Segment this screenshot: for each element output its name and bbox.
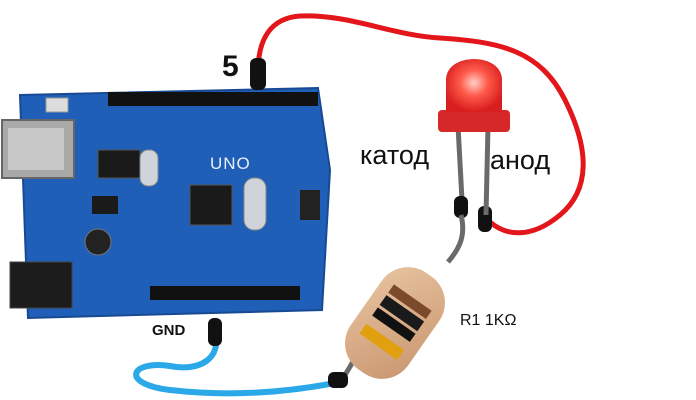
- wire-gnd: [133, 329, 343, 397]
- wire-connector-5v: [250, 58, 266, 90]
- arduino-uno-board: [1, 86, 332, 320]
- wire-connector-gnd: [208, 318, 222, 346]
- label-gnd: GND: [152, 322, 186, 339]
- resistor: [342, 267, 445, 379]
- wire-connector-resistor: [328, 372, 348, 388]
- power-header: [150, 286, 300, 300]
- digital-header: [108, 92, 318, 106]
- wire-connector-cathode: [454, 196, 468, 218]
- label-anode: анод: [490, 145, 551, 175]
- label-resistor: R1 1KΩ: [460, 312, 517, 329]
- board-label: UNO: [210, 154, 251, 173]
- wire-5v: [255, 13, 586, 236]
- power-jack: [9, 261, 73, 309]
- label-cathode: катод: [360, 140, 430, 170]
- label-5v: 5: [222, 50, 239, 83]
- lead-cathode-resistor: [446, 214, 466, 264]
- led: [438, 59, 510, 216]
